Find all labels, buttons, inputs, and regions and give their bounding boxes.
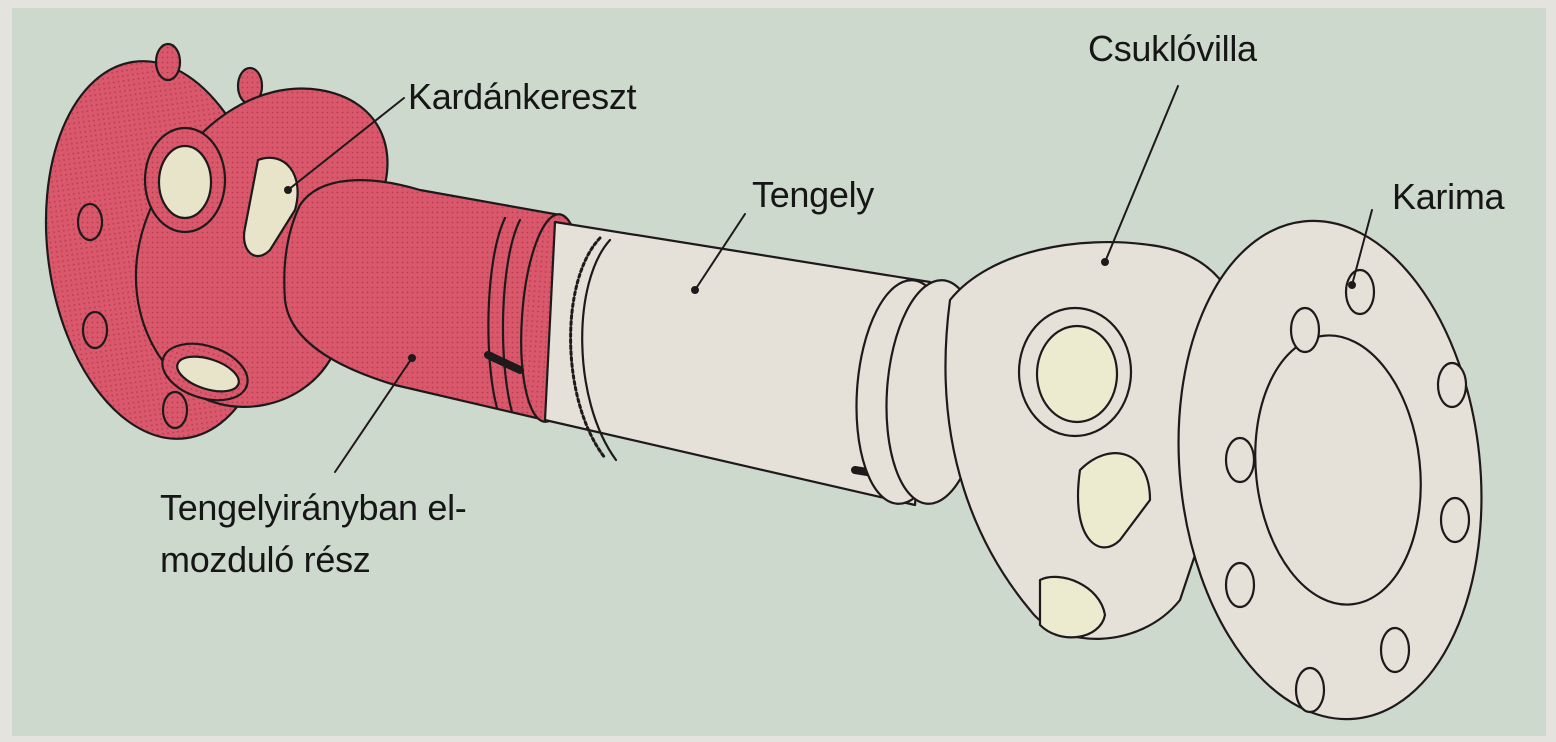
- label-csuklovilla: Csuklóvilla: [1088, 26, 1257, 72]
- label-tengelyiranyban-elmozdulo-resz: Tengelyirányban el- mozduló rész: [160, 482, 467, 586]
- label-tengely: Tengely: [752, 172, 874, 218]
- label-kardankereszt: Kardánkereszt: [408, 74, 636, 120]
- label-tengelyiranyban-line-1: Tengelyirányban el-: [160, 482, 467, 534]
- slip-sleeve: [284, 180, 589, 424]
- label-tengelyiranyban-line-2: mozduló rész: [160, 534, 467, 586]
- leader-csuklovilla: [1105, 86, 1178, 262]
- label-karima: Karima: [1392, 174, 1504, 220]
